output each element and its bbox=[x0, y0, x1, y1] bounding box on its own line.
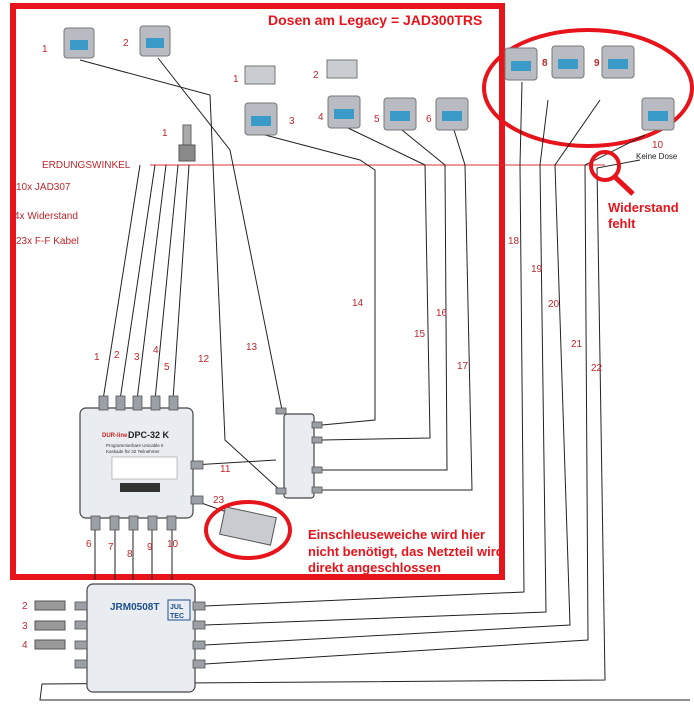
injector-ellipse bbox=[204, 500, 292, 560]
f-connector-label: 1 bbox=[162, 128, 168, 139]
svg-text:6: 6 bbox=[86, 539, 92, 550]
svg-text:7: 7 bbox=[108, 542, 114, 553]
svg-text:22: 22 bbox=[591, 363, 603, 374]
svg-text:4: 4 bbox=[153, 345, 159, 356]
svg-text:4: 4 bbox=[22, 640, 28, 651]
socket-10-note: Keine Dose bbox=[636, 152, 678, 161]
parts-list-item: 23x F-F Kabel bbox=[16, 236, 79, 247]
svg-text:3: 3 bbox=[22, 621, 28, 632]
legacy-sockets-ellipse bbox=[482, 28, 694, 148]
injector-note: direkt angeschlossen bbox=[308, 560, 441, 575]
svg-text:4: 4 bbox=[318, 112, 324, 123]
socket-5: 5 bbox=[374, 97, 417, 131]
svg-text:2: 2 bbox=[114, 350, 120, 361]
svg-text:JRM0508T: JRM0508T bbox=[110, 602, 159, 613]
svg-text:JUL: JUL bbox=[170, 604, 184, 611]
svg-text:12: 12 bbox=[198, 354, 210, 365]
svg-text:1: 1 bbox=[42, 44, 48, 55]
resistor-missing-text: fehlt bbox=[608, 216, 636, 231]
svg-text:21: 21 bbox=[571, 339, 583, 350]
svg-text:9: 9 bbox=[594, 58, 600, 69]
parts-list-item: 10x JAD307 bbox=[16, 182, 71, 193]
socket-1: 1 bbox=[42, 27, 95, 59]
svg-text:Kaskade für 32 Teilnehmer: Kaskade für 32 Teilnehmer bbox=[106, 449, 160, 454]
svg-text:9: 9 bbox=[147, 542, 153, 553]
svg-text:Programmierbare Unicable II: Programmierbare Unicable II bbox=[106, 443, 164, 448]
splitter-2: 2 bbox=[313, 59, 358, 81]
injector bbox=[204, 500, 292, 560]
svg-text:8: 8 bbox=[127, 549, 133, 560]
svg-text:8: 8 bbox=[542, 58, 548, 69]
grounding-label: ERDUNGSWINKEL bbox=[42, 160, 131, 171]
socket-3: 3 bbox=[244, 102, 295, 136]
svg-text:3: 3 bbox=[289, 116, 295, 127]
multiswitch-jrm0508t: JRM0508T JUL TEC bbox=[74, 583, 206, 693]
splitter-1: 1 bbox=[233, 65, 276, 85]
svg-text:20: 20 bbox=[548, 299, 560, 310]
distributor bbox=[275, 407, 323, 499]
svg-text:1: 1 bbox=[94, 352, 100, 363]
injector-note: Einschleuseweiche wird hier bbox=[308, 527, 485, 542]
resistor-missing-text: Widerstand bbox=[608, 200, 679, 215]
svg-text:10: 10 bbox=[167, 539, 179, 550]
svg-text:2: 2 bbox=[123, 38, 129, 49]
svg-text:14: 14 bbox=[352, 298, 364, 309]
socket-8: 8 bbox=[542, 45, 585, 79]
magnifier-icon bbox=[589, 150, 635, 196]
svg-text:13: 13 bbox=[246, 342, 258, 353]
multiswitch-dpc32k: DUR-line DPC-32 K Programmierbare Unicab… bbox=[79, 395, 204, 531]
svg-text:DPC-32 K: DPC-32 K bbox=[128, 430, 170, 440]
svg-text:2: 2 bbox=[22, 601, 28, 612]
svg-text:6: 6 bbox=[426, 114, 432, 125]
cable-labels: 1 2 3 4 5 6 7 8 9 10 11 12 13 14 15 16 1… bbox=[86, 236, 603, 560]
svg-text:1: 1 bbox=[233, 74, 239, 85]
svg-text:TEC: TEC bbox=[170, 613, 184, 620]
socket-6: 6 bbox=[426, 97, 469, 131]
socket-9: 9 bbox=[594, 45, 635, 79]
socket-7 bbox=[504, 47, 538, 81]
svg-text:15: 15 bbox=[414, 329, 426, 340]
svg-text:16: 16 bbox=[436, 308, 448, 319]
svg-text:5: 5 bbox=[164, 362, 170, 373]
highlight-frame bbox=[10, 3, 505, 580]
parts-list-item: 4x Widerstand bbox=[14, 211, 78, 222]
left-inputs: 2 3 4 bbox=[22, 600, 66, 651]
svg-text:17: 17 bbox=[457, 361, 469, 372]
svg-text:2: 2 bbox=[313, 70, 319, 81]
svg-text:DUR-line: DUR-line bbox=[102, 433, 128, 439]
svg-text:11: 11 bbox=[220, 464, 231, 475]
f-connector-icon bbox=[178, 124, 196, 162]
injector-note: nicht benötigt, das Netzteil wird bbox=[308, 544, 504, 559]
cables bbox=[39, 57, 690, 701]
socket-10: 10 bbox=[641, 97, 675, 151]
socket-2: 2 bbox=[123, 25, 171, 57]
diagram-title: Dosen am Legacy = JAD300TRS bbox=[268, 12, 482, 28]
socket-4: 4 bbox=[318, 95, 361, 129]
svg-text:19: 19 bbox=[531, 264, 543, 275]
svg-text:3: 3 bbox=[134, 352, 140, 363]
svg-text:5: 5 bbox=[374, 114, 380, 125]
svg-text:18: 18 bbox=[508, 236, 520, 247]
svg-text:10: 10 bbox=[652, 140, 664, 151]
svg-text:23: 23 bbox=[213, 495, 225, 506]
sockets: 1 2 3 4 5 6 8 9 10 bbox=[42, 25, 675, 151]
